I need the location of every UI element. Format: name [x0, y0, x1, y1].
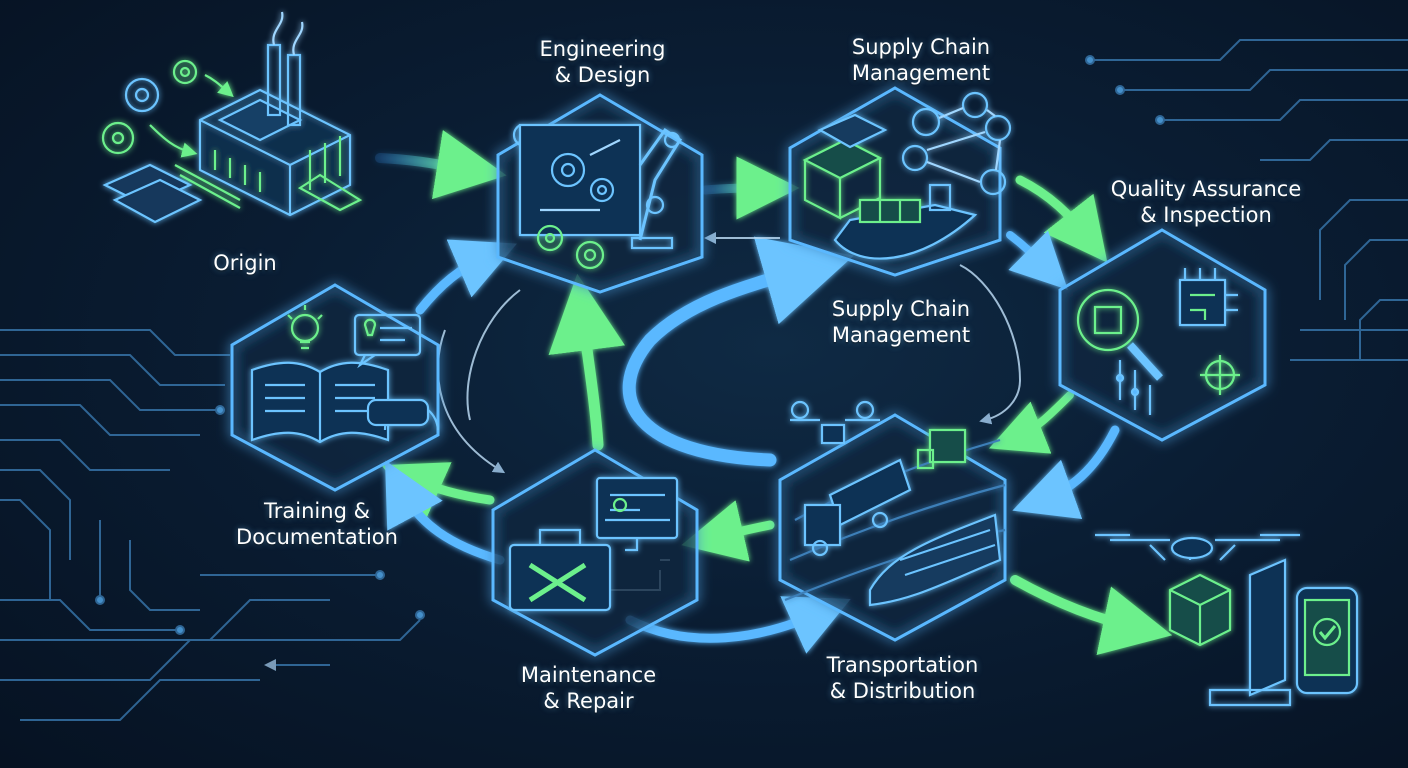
- arrow-supply-to-quality-blue: [1006, 230, 1068, 290]
- magnifier-chip-icon: [1076, 268, 1240, 415]
- drone-package-phone-icon: [1095, 533, 1359, 707]
- arrow-maintenance-to-engineering: [548, 273, 625, 451]
- circuit-traces-right: [1085, 39, 1408, 361]
- arrow-transport-to-maintenance: [681, 500, 775, 562]
- label-origin: Origin: [213, 251, 277, 275]
- arrow-engineering-to-supply: [700, 156, 800, 220]
- robot-arm-blueprint-icon: [512, 123, 683, 270]
- truck-train-drone-icon: [784, 400, 1006, 607]
- arrow-maintenance-to-training-blue: [385, 460, 505, 565]
- toolbox-icon: [508, 476, 679, 612]
- arrow-supply-to-quality: [1015, 175, 1108, 263]
- label-supply-chain-top: Supply Chain Management: [851, 35, 991, 85]
- hex-quality: [1058, 228, 1267, 442]
- arrow-training-to-engineering: [415, 239, 517, 315]
- arrow-maintenance-to-training: [381, 462, 495, 520]
- label-supply-chain-middle: Supply Chain Management: [831, 297, 971, 347]
- label-training-documentation: Training & Documentation: [236, 499, 398, 549]
- book-vr-headset-icon: [250, 305, 440, 444]
- flow-arrows: [375, 130, 1173, 656]
- factory-icon: [101, 11, 363, 224]
- label-engineering-design: Engineering & Design: [539, 37, 666, 87]
- arrow-big-loop: [622, 236, 854, 467]
- arrow-quality-to-transport-blue: [1012, 425, 1120, 520]
- label-transportation-distribution: Transportation & Distribution: [826, 653, 979, 703]
- arrow-transport-to-delivery: [1010, 575, 1173, 656]
- circuit-traces-left: [0, 329, 425, 721]
- cargo-ship-containers-icon: [802, 91, 1012, 260]
- arrow-maintenance-to-transport: [625, 596, 851, 654]
- hex-transport: [778, 413, 1007, 642]
- label-quality-assurance: Quality Assurance & Inspection: [1110, 177, 1302, 227]
- arrow-quality-to-transport: [989, 391, 1074, 454]
- label-maintenance-repair: Maintenance & Repair: [520, 663, 657, 713]
- arrow-origin-to-engineering: [375, 130, 507, 200]
